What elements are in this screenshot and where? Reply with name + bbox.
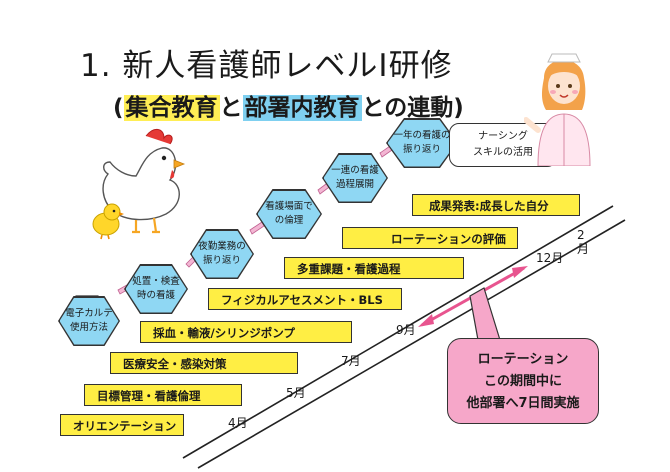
hex-line: 夜勤業務の bbox=[198, 241, 246, 252]
month-label: 9月 bbox=[396, 323, 416, 337]
month-label: 5月 bbox=[286, 386, 306, 400]
step-rotation-eval: ローテーションの評価 bbox=[342, 227, 518, 249]
step-blood-infusion: 採血・輸液/シリンジポンプ bbox=[140, 321, 352, 343]
hex-ehr-usage: 電子カルテ 使用方法 bbox=[58, 296, 120, 346]
page-title: 1. 新人看護師レベルⅠ研修 bbox=[80, 48, 453, 84]
timeline-line-lower bbox=[197, 219, 626, 469]
step-results: 成果発表:成長した自分 bbox=[412, 194, 580, 216]
hex-line: 一連の看護 bbox=[331, 165, 379, 176]
hex-year-review: 一年の看護の 振り返り bbox=[386, 118, 458, 168]
month-label: 2月 bbox=[577, 228, 590, 256]
callout-line: ローテーション bbox=[477, 352, 569, 367]
month-label: 4月 bbox=[228, 416, 248, 430]
subtitle-dept-education: 部署内教育 bbox=[242, 95, 362, 121]
subtitle-rest: との連動) bbox=[361, 95, 464, 121]
chick-icon bbox=[92, 203, 124, 240]
step-goal-ethics: 目標管理・看護倫理 bbox=[84, 384, 242, 406]
hex-procedure-nursing: 処置・検査 時の看護 bbox=[124, 264, 188, 314]
step-safety-infection: 医療安全・感染対策 bbox=[110, 352, 298, 374]
hex-night-shift-review: 夜勤業務の 振り返り bbox=[190, 229, 254, 279]
chicken-icon bbox=[102, 129, 186, 234]
hex-nursing-process: 一連の看護 過程展開 bbox=[322, 153, 388, 203]
callout-line: この期間中に bbox=[483, 374, 562, 389]
page-subtitle: (集合教育と部署内教育との連動) bbox=[113, 88, 464, 122]
step-orientation: オリエンテーション bbox=[60, 414, 184, 436]
hex-ethics-in-care: 看護場面で の倫理 bbox=[256, 189, 322, 239]
callout-line: 他部署へ7日間実施 bbox=[466, 396, 580, 411]
month-label: 7月 bbox=[341, 354, 361, 368]
hex-line: の倫理 bbox=[274, 215, 304, 226]
hex-line: 看護場面で bbox=[265, 201, 313, 212]
hex-line: 使用方法 bbox=[69, 322, 108, 333]
step-physical-bls: フィジカルアセスメント・BLS bbox=[208, 288, 402, 310]
subtitle-open: ( bbox=[113, 95, 124, 121]
month-label: 12月 bbox=[536, 251, 564, 265]
hex-line: 振り返り bbox=[202, 255, 241, 266]
subtitle-to: と bbox=[219, 95, 243, 121]
hex-line: 電子カルテ bbox=[65, 308, 113, 319]
hex-line: 時の看護 bbox=[136, 290, 175, 301]
step-multitask: 多重課題・看護過程 bbox=[284, 257, 464, 279]
bubble-line: ナーシング bbox=[478, 131, 528, 142]
hex-line: 過程展開 bbox=[335, 179, 374, 190]
rotation-callout: ローテーション この期間中に 他部署へ7日間実施 bbox=[447, 338, 599, 424]
hex-line: 一年の看護の bbox=[393, 130, 451, 141]
hex-line: 振り返り bbox=[402, 144, 441, 155]
nurse-icon bbox=[524, 53, 591, 166]
rotation-arrow bbox=[418, 266, 528, 341]
hex-line: 処置・検査 bbox=[132, 276, 180, 287]
bubble-line: スキルの活用 bbox=[473, 147, 533, 158]
subtitle-group-education: 集合教育 bbox=[123, 95, 220, 121]
timeline-line-upper bbox=[182, 205, 614, 459]
